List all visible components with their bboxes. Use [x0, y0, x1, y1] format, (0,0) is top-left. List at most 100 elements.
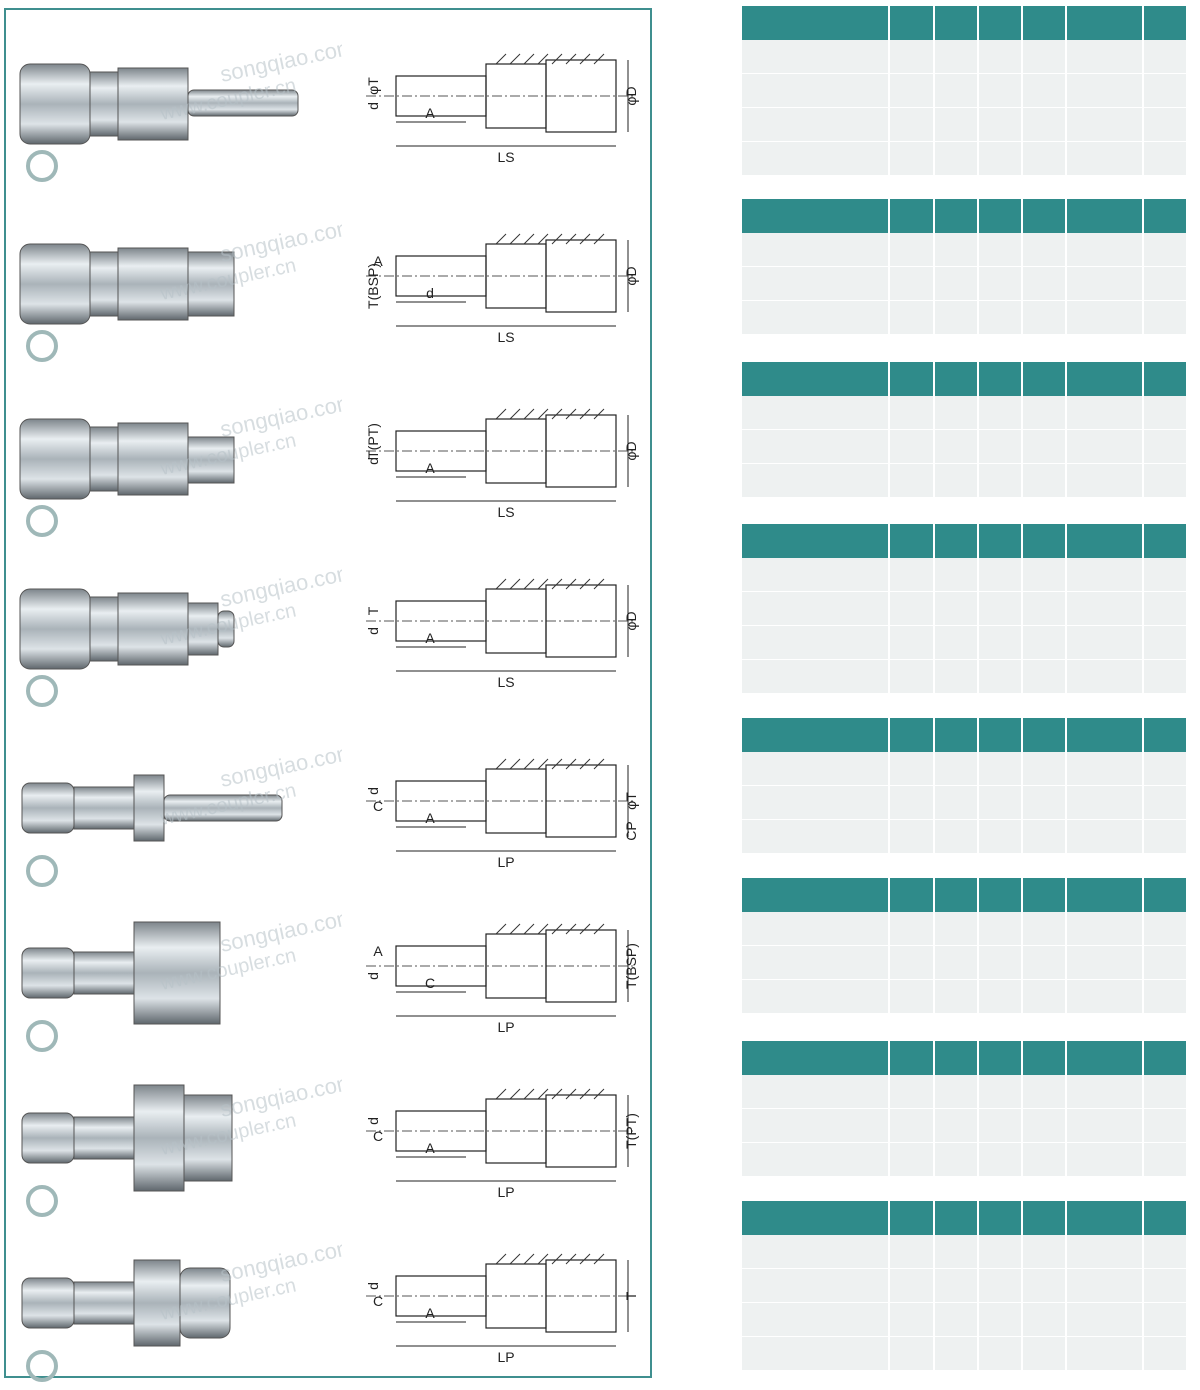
spec-cell [978, 301, 1021, 335]
spec-cell [978, 1109, 1021, 1143]
part-number-cell [742, 430, 889, 464]
column-header [934, 718, 977, 752]
column-header [1143, 6, 1186, 40]
spec-cell [1067, 40, 1142, 74]
spec-table [740, 199, 1188, 335]
spec-cell [890, 40, 933, 74]
spec-cell [1143, 980, 1186, 1014]
part-number-cell [742, 1269, 889, 1303]
spec-cell [978, 1143, 1021, 1177]
dimension-label: T [623, 1291, 639, 1300]
dimension-label: d [365, 787, 381, 795]
table-row [742, 108, 1186, 142]
dimension-label: A [425, 630, 435, 646]
dimension-label: d [365, 102, 381, 110]
part-number-cell [742, 267, 889, 301]
spec-cell [978, 142, 1021, 176]
column-header [1067, 6, 1142, 40]
table-row [742, 626, 1186, 660]
column-header [934, 6, 977, 40]
spec-cell [1067, 1143, 1142, 1177]
spec-cell [934, 786, 977, 820]
column-header [1022, 1201, 1066, 1235]
column-header [1067, 524, 1142, 558]
spec-cell [1022, 820, 1066, 854]
dimension-label: d [426, 285, 434, 301]
spec-cell [978, 820, 1021, 854]
spec-cell [1022, 40, 1066, 74]
spec-cell [1022, 142, 1066, 176]
spec-cell [890, 1235, 933, 1269]
table-row [742, 946, 1186, 980]
dimension-label: C [373, 1293, 383, 1309]
spec-cell [1067, 946, 1142, 980]
spec-cell [1067, 233, 1142, 267]
spec-cell [1067, 786, 1142, 820]
part-number-cell [742, 1337, 889, 1371]
column-header [978, 524, 1021, 558]
dimension-label: T [365, 606, 381, 615]
table-row [742, 1303, 1186, 1337]
spec-cell [1067, 1235, 1142, 1269]
column-header [978, 199, 1021, 233]
spec-cell [1022, 396, 1066, 430]
column-header [742, 6, 889, 40]
column-header [890, 878, 933, 912]
spec-cell [978, 1269, 1021, 1303]
column-header [742, 524, 889, 558]
spec-cell [1143, 301, 1186, 335]
logo-mark [26, 1020, 58, 1052]
logo-mark [26, 330, 58, 362]
column-header [1143, 362, 1186, 396]
spec-cell [1143, 1109, 1186, 1143]
part-number-cell [742, 464, 889, 498]
spec-cell [934, 558, 977, 592]
column-header [978, 718, 1021, 752]
spec-cell [934, 430, 977, 464]
dimension-label: LS [497, 149, 514, 165]
spec-cell [1067, 74, 1142, 108]
dimension-label: d [365, 1117, 381, 1125]
column-header [742, 878, 889, 912]
spec-cell [978, 752, 1021, 786]
spec-cell [890, 233, 933, 267]
column-header [742, 718, 889, 752]
column-header [934, 1201, 977, 1235]
spec-cell [934, 74, 977, 108]
spec-cell [1067, 820, 1142, 854]
spec-cell [1022, 912, 1066, 946]
logo-mark [26, 675, 58, 707]
spec-cell [1067, 980, 1142, 1014]
table-row [742, 1143, 1186, 1177]
spec-cell [1022, 592, 1066, 626]
spec-cell [1143, 786, 1186, 820]
part-number-cell [742, 1235, 889, 1269]
dimension-label: φD [623, 611, 639, 630]
dimension-label: A [425, 460, 435, 476]
column-header [1022, 1041, 1066, 1075]
table-row [742, 142, 1186, 176]
spec-cell [1022, 786, 1066, 820]
dimension-label: T(PT) [623, 1113, 639, 1149]
table-row [742, 752, 1186, 786]
spec-cell [934, 142, 977, 176]
dimension-label: d [365, 457, 381, 465]
column-header [978, 6, 1021, 40]
part-number-cell [742, 1303, 889, 1337]
spec-cell [1067, 301, 1142, 335]
logo-mark [26, 1185, 58, 1217]
column-header [890, 1201, 933, 1235]
spec-cell [1143, 430, 1186, 464]
spec-cell [1022, 108, 1066, 142]
spec-table [740, 524, 1188, 694]
spec-cell [890, 980, 933, 1014]
table-row [742, 912, 1186, 946]
part-number-cell [742, 820, 889, 854]
spec-cell [1067, 1109, 1142, 1143]
